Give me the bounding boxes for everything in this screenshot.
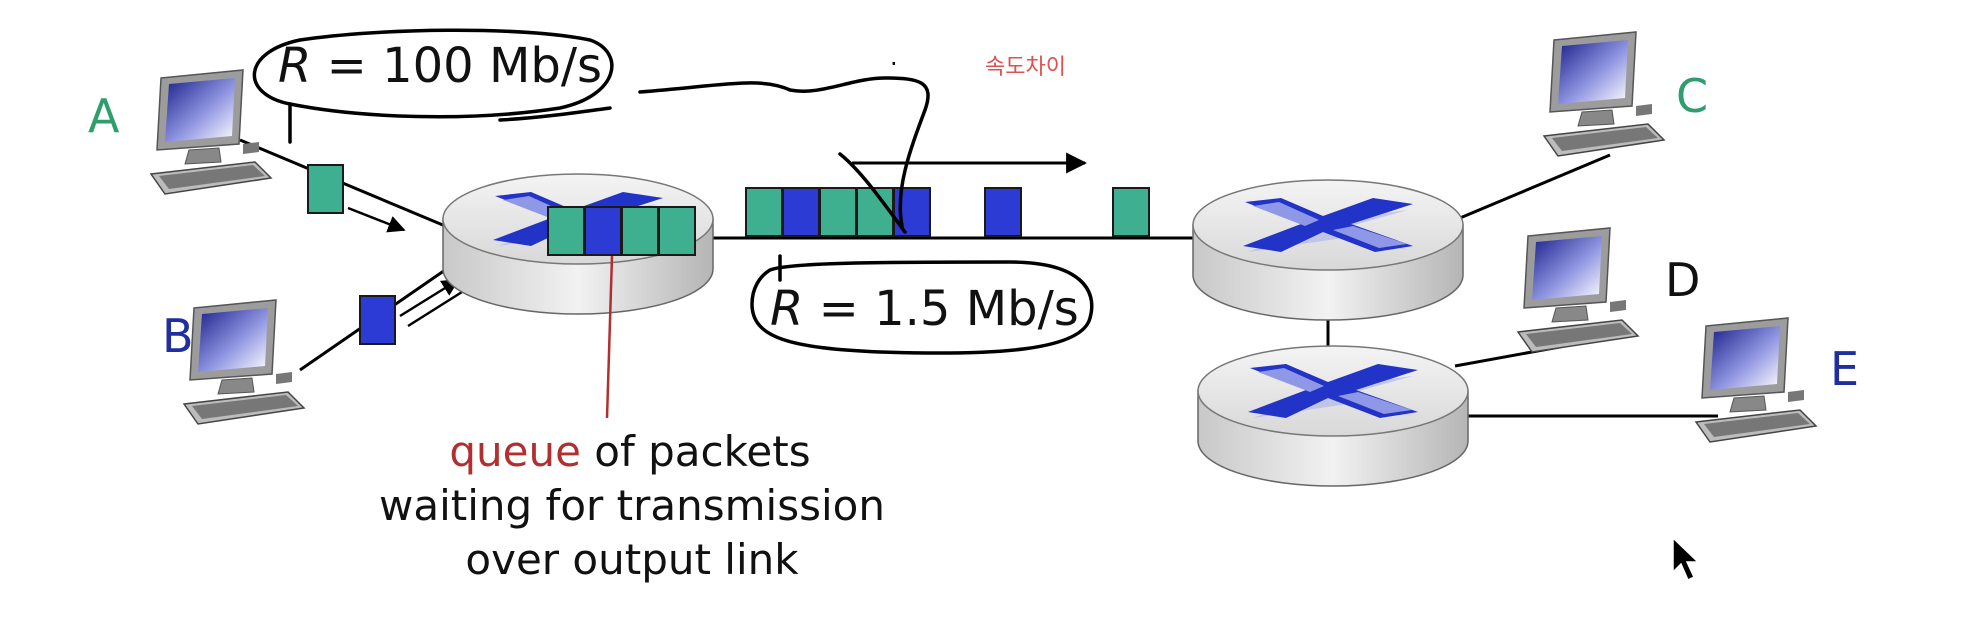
input-rate-label: R = 100 Mb/s <box>278 38 602 94</box>
handwritten-annotations <box>252 28 1094 355</box>
router-right-bottom-icon <box>1197 345 1469 487</box>
link-packet-4 <box>856 187 894 237</box>
speed-difference-note: 속도차이 <box>985 55 1066 80</box>
packet-arrow-b <box>399 278 460 318</box>
host-c-label: C <box>1676 69 1708 123</box>
link-packet-1 <box>745 187 783 237</box>
queued-packet-1 <box>547 206 585 256</box>
packet-arrow-b2 <box>407 290 463 328</box>
host-a-label: A <box>88 89 120 143</box>
link-packet-2 <box>782 187 820 237</box>
queue-pointer-line <box>605 255 614 419</box>
host-d-computer-icon <box>1517 227 1639 353</box>
link-packet-3 <box>819 187 857 237</box>
link-packet-7 <box>1112 187 1150 237</box>
queued-packet-4 <box>658 206 696 256</box>
link-router-c <box>1459 153 1611 220</box>
queued-packet-3 <box>621 206 659 256</box>
curve-to-link <box>638 76 930 228</box>
annotation-dot: · <box>890 50 898 78</box>
queued-packet-2 <box>584 206 622 256</box>
router-right-top-icon <box>1192 179 1464 321</box>
host-b-label: B <box>162 309 194 363</box>
circle-output-rate <box>750 260 1094 355</box>
host-b-computer-icon <box>183 299 305 425</box>
host-e-computer-icon <box>1695 317 1817 443</box>
output-rate-label: R = 1.5 Mb/s <box>770 281 1079 337</box>
packet-a <box>307 164 344 214</box>
queue-caption-line-3: over output link <box>465 535 799 584</box>
host-a-computer-icon <box>150 69 272 195</box>
host-c-computer-icon <box>1543 31 1665 157</box>
queue-caption-line-2: waiting for transmission <box>379 481 885 530</box>
crossing-stroke <box>838 152 907 234</box>
circle-input-rate <box>252 28 614 119</box>
packets <box>307 164 1150 345</box>
link-a-router <box>239 138 451 230</box>
host-e-label: E <box>1830 342 1859 396</box>
links <box>239 138 1718 418</box>
host-d-label: D <box>1665 253 1700 307</box>
packet-b <box>359 295 396 345</box>
link-packet-6 <box>984 187 1022 237</box>
underline-stroke <box>498 106 612 122</box>
mouse-cursor-icon <box>1672 536 1700 582</box>
packet-arrow-a <box>347 206 406 233</box>
queue-caption-line-1: queue of packets <box>449 427 810 476</box>
